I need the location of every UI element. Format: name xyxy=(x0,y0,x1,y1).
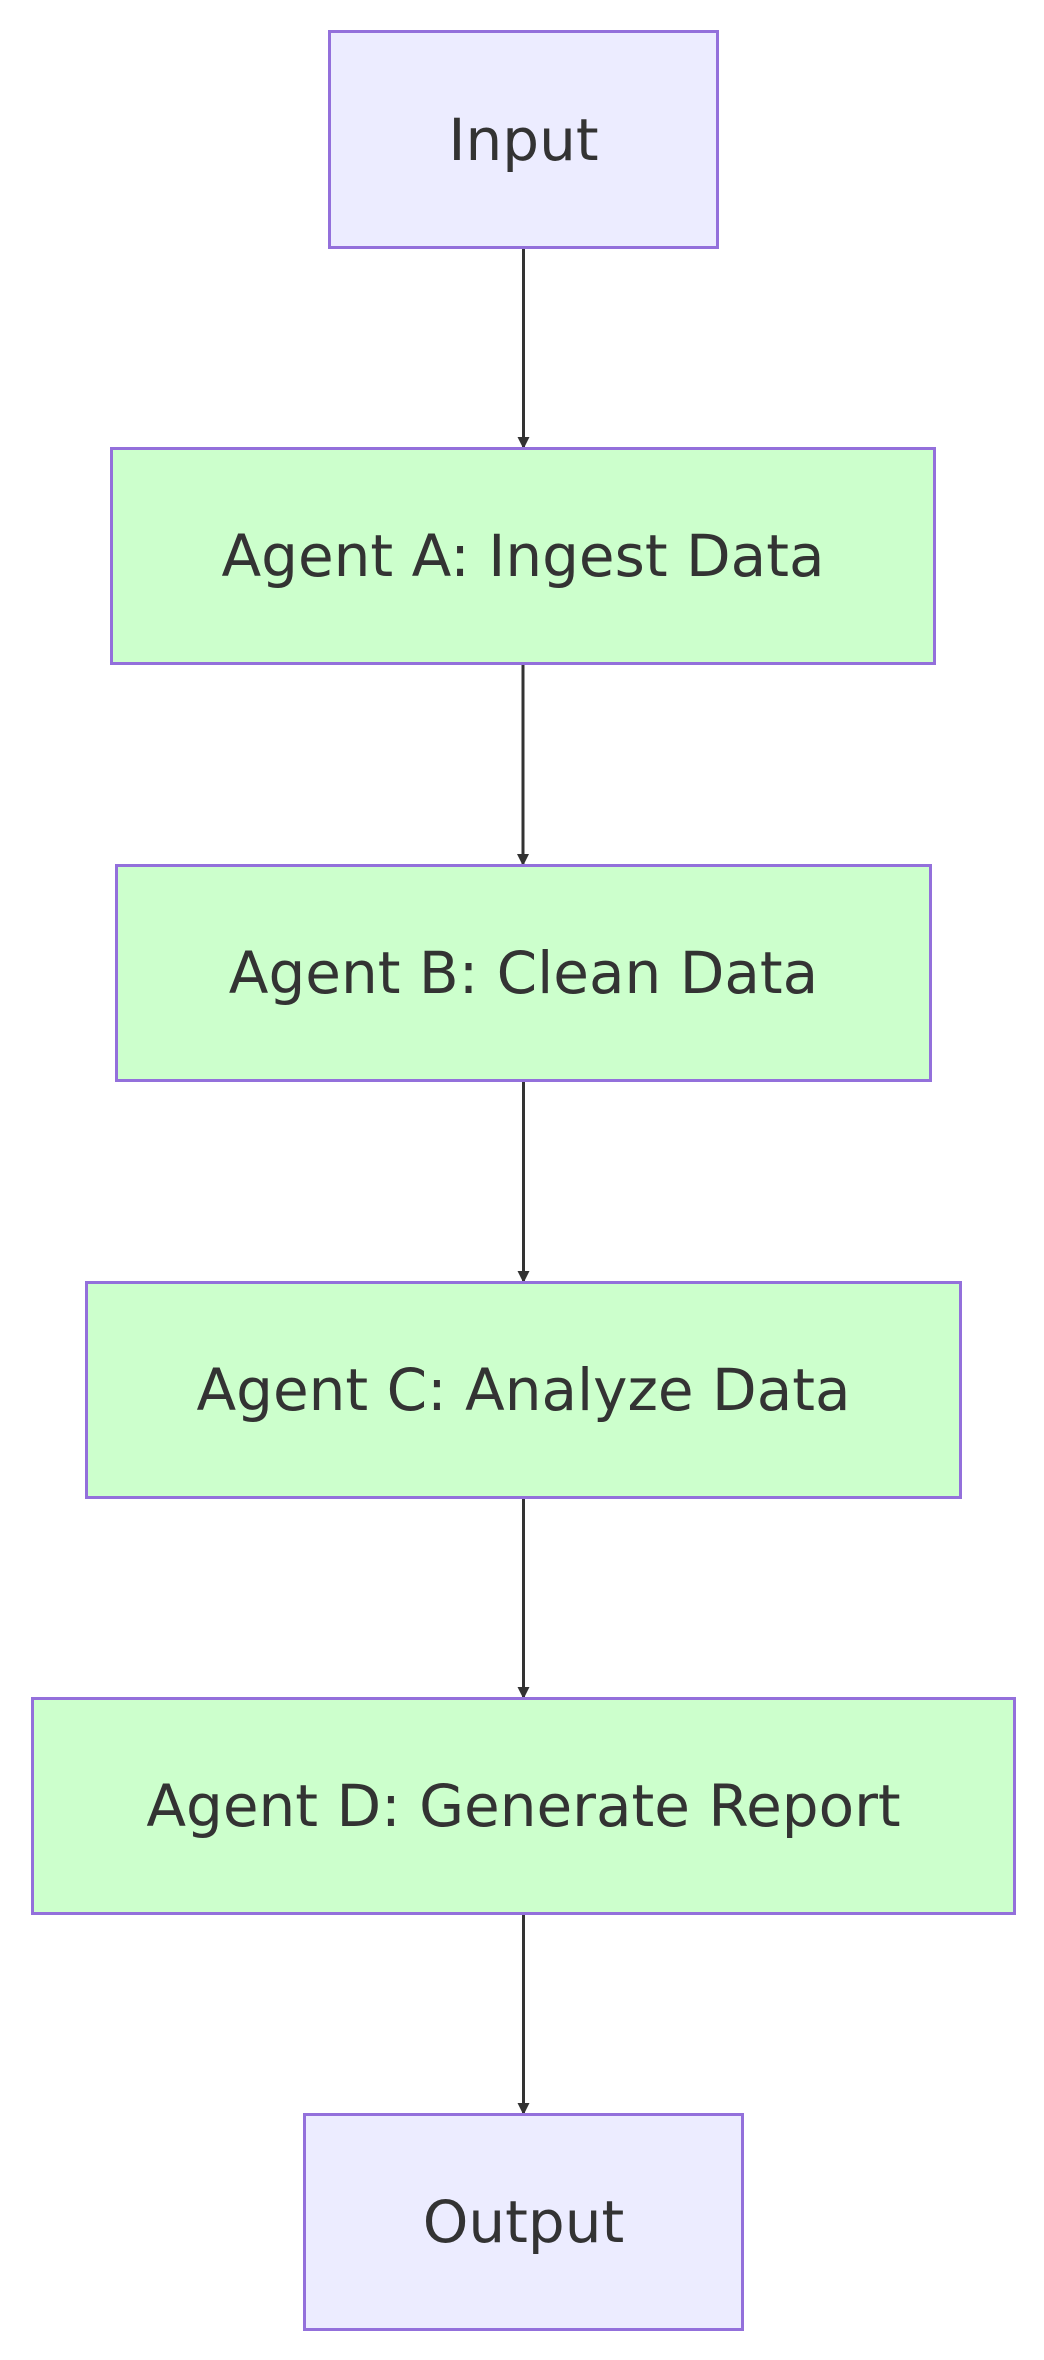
node-agent-c: Agent C: Analyze Data xyxy=(85,1281,962,1499)
node-input-label: Input xyxy=(448,105,599,174)
node-agent-d-label: Agent D: Generate Report xyxy=(146,1772,901,1840)
node-agent-b: Agent B: Clean Data xyxy=(115,864,932,1082)
node-agent-c-label: Agent C: Analyze Data xyxy=(196,1356,851,1424)
node-agent-a-label: Agent A: Ingest Data xyxy=(221,522,825,590)
node-agent-b-label: Agent B: Clean Data xyxy=(228,939,819,1007)
node-input: Input xyxy=(328,30,719,249)
node-output: Output xyxy=(303,2113,744,2331)
node-output-label: Output xyxy=(422,2188,625,2256)
node-agent-a: Agent A: Ingest Data xyxy=(110,447,936,665)
node-agent-d: Agent D: Generate Report xyxy=(31,1697,1016,1915)
